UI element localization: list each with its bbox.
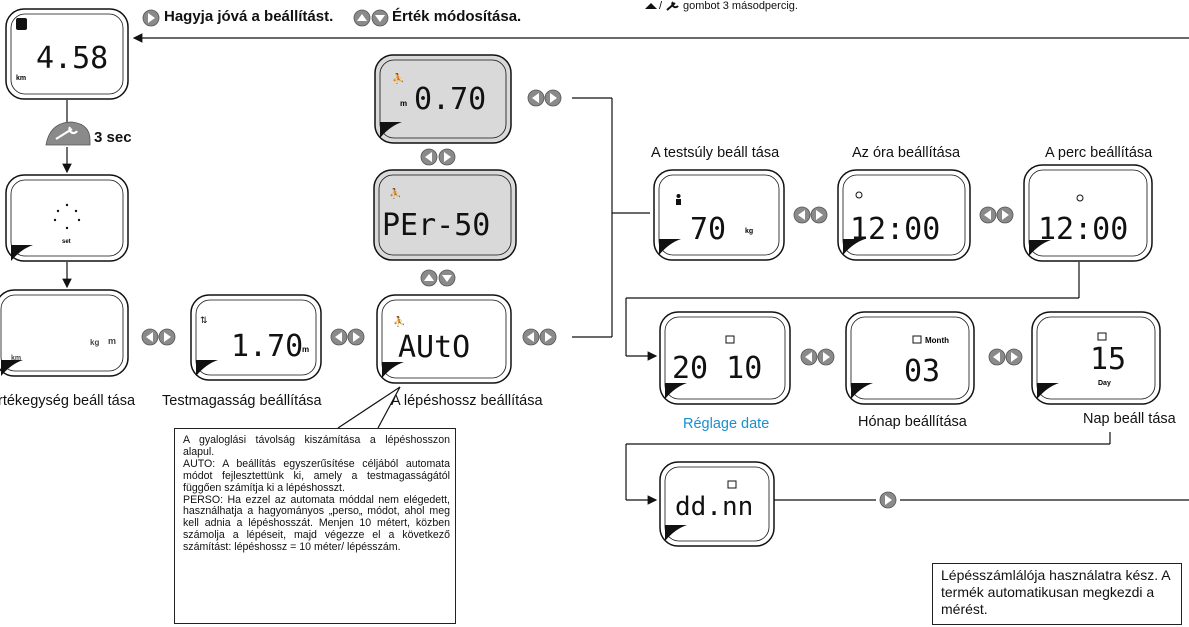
hour-value: 12:00 xyxy=(850,212,940,247)
right-button-icon xyxy=(438,148,456,166)
lcd-screen-km: 4.58 km xyxy=(5,8,129,100)
lcd-screen-month: Month 03 xyxy=(845,311,975,405)
right-button-icon xyxy=(996,206,1014,224)
svg-text:/: / xyxy=(659,0,663,12)
day-label: Day xyxy=(1098,380,1111,387)
hold-instruction: gombot 3 másodpercig. xyxy=(683,0,798,12)
confirm-instruction: Hagyja jóvá a beállítást. xyxy=(164,8,334,25)
right-button-icon xyxy=(158,328,176,346)
stride-value: 0.70 xyxy=(414,82,486,117)
right-button-icon xyxy=(347,328,365,346)
down-button-icon xyxy=(371,9,389,27)
lcd-screen-stride: ⛹ m 0.70 xyxy=(374,54,512,144)
right-button-icon xyxy=(810,206,828,224)
up-arrow-icon xyxy=(645,3,657,9)
down-button-icon xyxy=(438,269,456,287)
lcd-screen-weight: 70 kg xyxy=(653,169,785,261)
auto-value: AUtO xyxy=(398,330,470,365)
wrench-button-icon xyxy=(45,121,91,146)
svg-text:⛹: ⛹ xyxy=(389,187,401,200)
lcd-screen-set: set xyxy=(5,174,129,262)
note-paragraph: PERSO: Ha ezzel az automata móddal nem e… xyxy=(183,493,450,554)
svg-text:⇅: ⇅ xyxy=(200,315,208,325)
set-label: set xyxy=(62,239,71,245)
right-button-icon xyxy=(1005,348,1023,366)
height-value: 1.70 xyxy=(231,329,303,364)
svg-text:⛹: ⛹ xyxy=(393,315,405,328)
left-button-icon xyxy=(979,206,997,224)
note-paragraph: A gyaloglási távolság kiszámítása a lépé… xyxy=(183,434,450,458)
date-format-value: dd.nn xyxy=(675,492,753,522)
date-setting-label: Réglage date xyxy=(683,416,770,432)
month-label: Month xyxy=(925,336,949,345)
ready-message-box: Lépésszámlálója használatra kész. A term… xyxy=(932,563,1182,625)
lcd-screen-auto: ⛹ AUtO xyxy=(376,294,512,384)
lcd-screen-minute: 12:00 xyxy=(1023,164,1153,262)
minute-setting-label: A perc beállítása xyxy=(1045,145,1153,161)
lcd-screen-hour: 12:00 xyxy=(837,169,971,261)
year-value: 20 10 xyxy=(672,351,762,386)
lcd-screen-day: 15 Day xyxy=(1031,311,1161,405)
right-button-icon xyxy=(817,348,835,366)
weight-unit: kg xyxy=(745,228,753,235)
left-button-icon xyxy=(527,89,545,107)
right-button-icon xyxy=(544,89,562,107)
hour-setting-label: Az óra beállítása xyxy=(852,145,961,161)
month-value: 03 xyxy=(904,354,940,389)
left-button-icon xyxy=(800,348,818,366)
confirm-button-icon xyxy=(142,9,160,27)
height-setting-label: Testmagasság beállítása xyxy=(162,393,322,409)
km-unit: km xyxy=(16,75,26,82)
left-button-icon xyxy=(420,148,438,166)
day-value: 15 xyxy=(1090,342,1126,377)
lcd-screen-year: 20 10 xyxy=(659,311,791,405)
height-unit: m xyxy=(302,345,309,354)
left-button-icon xyxy=(793,206,811,224)
minute-value: 12:00 xyxy=(1038,212,1128,247)
lcd-screen-units: kg m km xyxy=(0,289,129,377)
stride-unit: m xyxy=(400,99,407,108)
left-button-icon xyxy=(988,348,1006,366)
unit-setting-label: rtékegység beáll tása xyxy=(0,393,136,409)
units-m: m xyxy=(108,336,116,346)
stride-explanation-note: A gyaloglási távolság kiszámítása a lépé… xyxy=(174,428,456,624)
stride-setting-label: A lépéshossz beállítása xyxy=(391,393,543,409)
right-button-icon xyxy=(539,328,557,346)
left-button-icon xyxy=(330,328,348,346)
wrench-duration-label: 3 sec xyxy=(94,129,132,146)
left-button-icon xyxy=(522,328,540,346)
modify-instruction: Érték módosítása. xyxy=(392,8,522,25)
units-kg: kg xyxy=(90,338,99,347)
svg-text:⛹: ⛹ xyxy=(392,72,404,85)
left-button-icon xyxy=(141,328,159,346)
up-button-icon xyxy=(420,269,438,287)
km-value: 4.58 xyxy=(36,41,108,76)
units-km: km xyxy=(11,355,21,362)
confirm-button-icon xyxy=(879,491,897,509)
perso-value: PEr-50 xyxy=(382,208,490,243)
day-setting-label: Nap beáll tása xyxy=(1083,411,1176,427)
connector-lines xyxy=(62,33,1189,505)
note-paragraph: AUTO: A beállítás egyszerűsítése céljábó… xyxy=(183,457,450,494)
lcd-screen-height: ⇅ 1.70 m xyxy=(190,294,322,381)
weight-setting-label: A testsúly beáll tása xyxy=(651,145,780,161)
wrench-icon xyxy=(666,1,679,11)
month-setting-label: Hónap beállítása xyxy=(858,414,967,430)
lcd-screen-perso: ⛹ PEr-50 xyxy=(373,169,517,261)
up-button-icon xyxy=(353,9,371,27)
lcd-screen-date-format: dd.nn xyxy=(659,461,775,547)
weight-value: 70 xyxy=(690,212,726,247)
